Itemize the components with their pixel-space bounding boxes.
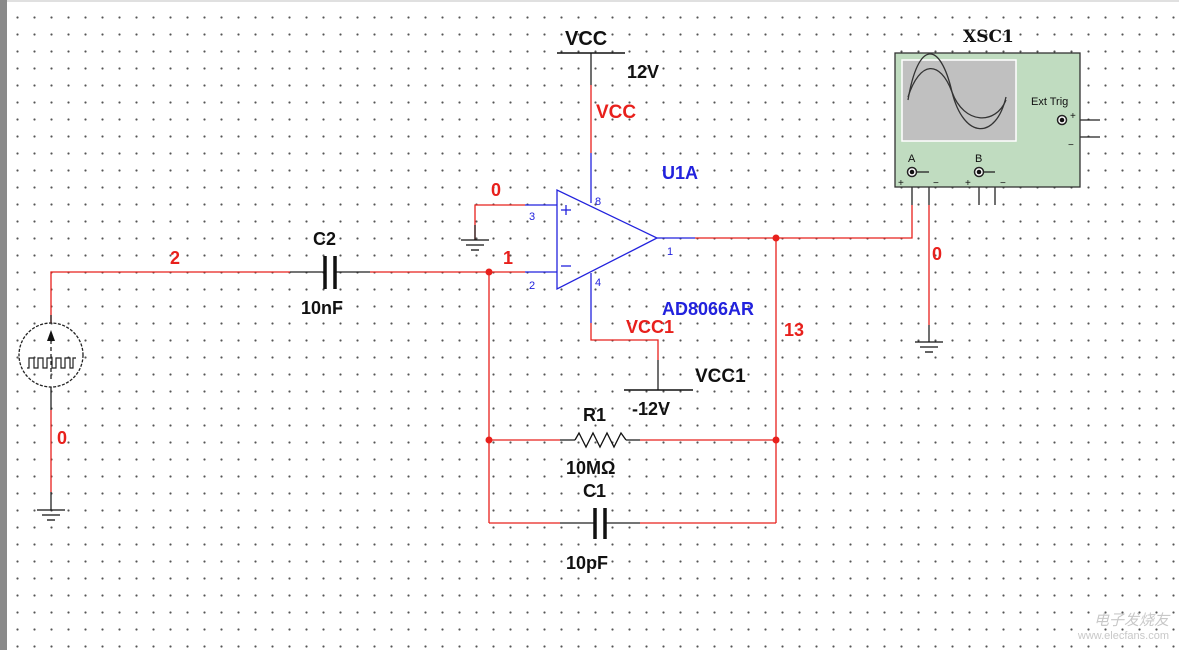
canvas-left-border [0,0,7,650]
opamp-part-label: AD8066AR [662,299,754,319]
scope-trig-plus-label: + [1070,111,1076,122]
c1-value-label: 10pF [566,553,608,573]
scope-a-plus-label: + [898,178,904,189]
vcc-value-label: 12V [627,62,659,82]
pin-1-label: 1 [667,246,673,258]
scope-a-minus-label: − [933,178,939,189]
oscilloscope-xsc1[interactable] [894,52,1081,188]
opamp-u1a[interactable] [556,188,659,291]
c2-ref-label: C2 [313,229,336,249]
wires [50,53,1100,524]
watermark-url: www.elecfans.com [1077,630,1169,642]
pin-2-label: 2 [529,280,535,292]
vcc1-value-label: -12V [632,399,670,419]
r1-value-label: 10MΩ [566,458,615,478]
vcc-net-label: VCC [596,102,636,123]
scope-channel-b-label: B [975,153,982,165]
vcc1-net-label: VCC1 [626,317,674,337]
scope-ref-label: XSC1 [963,27,1014,47]
canvas-top-border [7,0,1179,2]
pin-3-label: 3 [529,211,535,223]
net-label-0-noninv: 0 [491,180,501,200]
vcc-ref-label: VCC [565,28,607,50]
watermark-cn: 电子发烧友 [1093,612,1169,629]
junction-dots [485,234,780,444]
ground-icon[interactable] [37,509,65,521]
c1-ref-label: C1 [583,481,606,501]
capacitor-c1[interactable] [593,508,607,539]
ground-icon[interactable] [915,341,943,353]
scope-ext-trig-label: Ext Trig [1031,96,1068,108]
net-label-1: 1 [503,248,513,268]
net-label-13: 13 [784,320,804,340]
opamp-ref-label: U1A [662,163,698,183]
ground-icon[interactable] [461,239,489,251]
watermark: 电子发烧友 www.elecfans.com [1078,609,1169,642]
capacitor-c2[interactable] [323,256,337,289]
scope-trig-minus-label: − [1068,140,1074,151]
clock-source[interactable] [18,322,84,388]
scope-b-plus-label: + [965,178,971,189]
pin-8-label: 8 [595,196,601,208]
net-label-2: 2 [170,248,180,268]
net-label-0-scope: 0 [932,244,942,264]
net-label-0-source: 0 [57,428,67,448]
scope-b-minus-label: − [1000,178,1006,189]
resistor-r1[interactable] [574,431,627,449]
c2-value-label: 10nF [301,298,343,318]
vcc1-ref-label: VCC1 [695,366,746,387]
r1-ref-label: R1 [583,405,606,425]
scope-channel-a-label: A [908,153,916,165]
scope-screen [901,59,1017,142]
pin-4-label: 4 [595,277,601,289]
